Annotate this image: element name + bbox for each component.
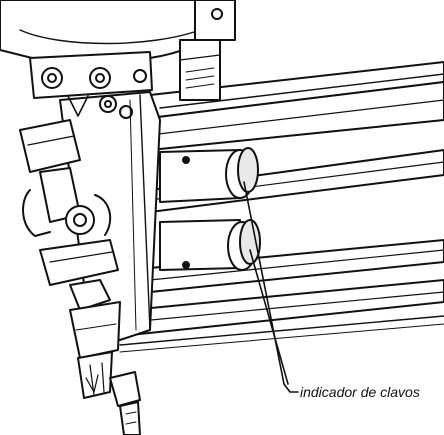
tool-head: [0, 0, 236, 101]
leader-elbow: [283, 383, 299, 393]
nail-indicator-label: indicador de clavos: [300, 384, 420, 400]
nail-strip-upper: [159, 147, 259, 203]
nose-tip: [69, 301, 141, 435]
leader-line-lower: [249, 249, 289, 385]
bolt-plate: [29, 51, 153, 99]
leader-line-upper: [243, 181, 285, 385]
nail-strip-lower: [159, 219, 261, 271]
callout-leader: [243, 181, 299, 393]
latch-mechanism: [19, 119, 119, 311]
magazine-rails: [119, 61, 444, 353]
